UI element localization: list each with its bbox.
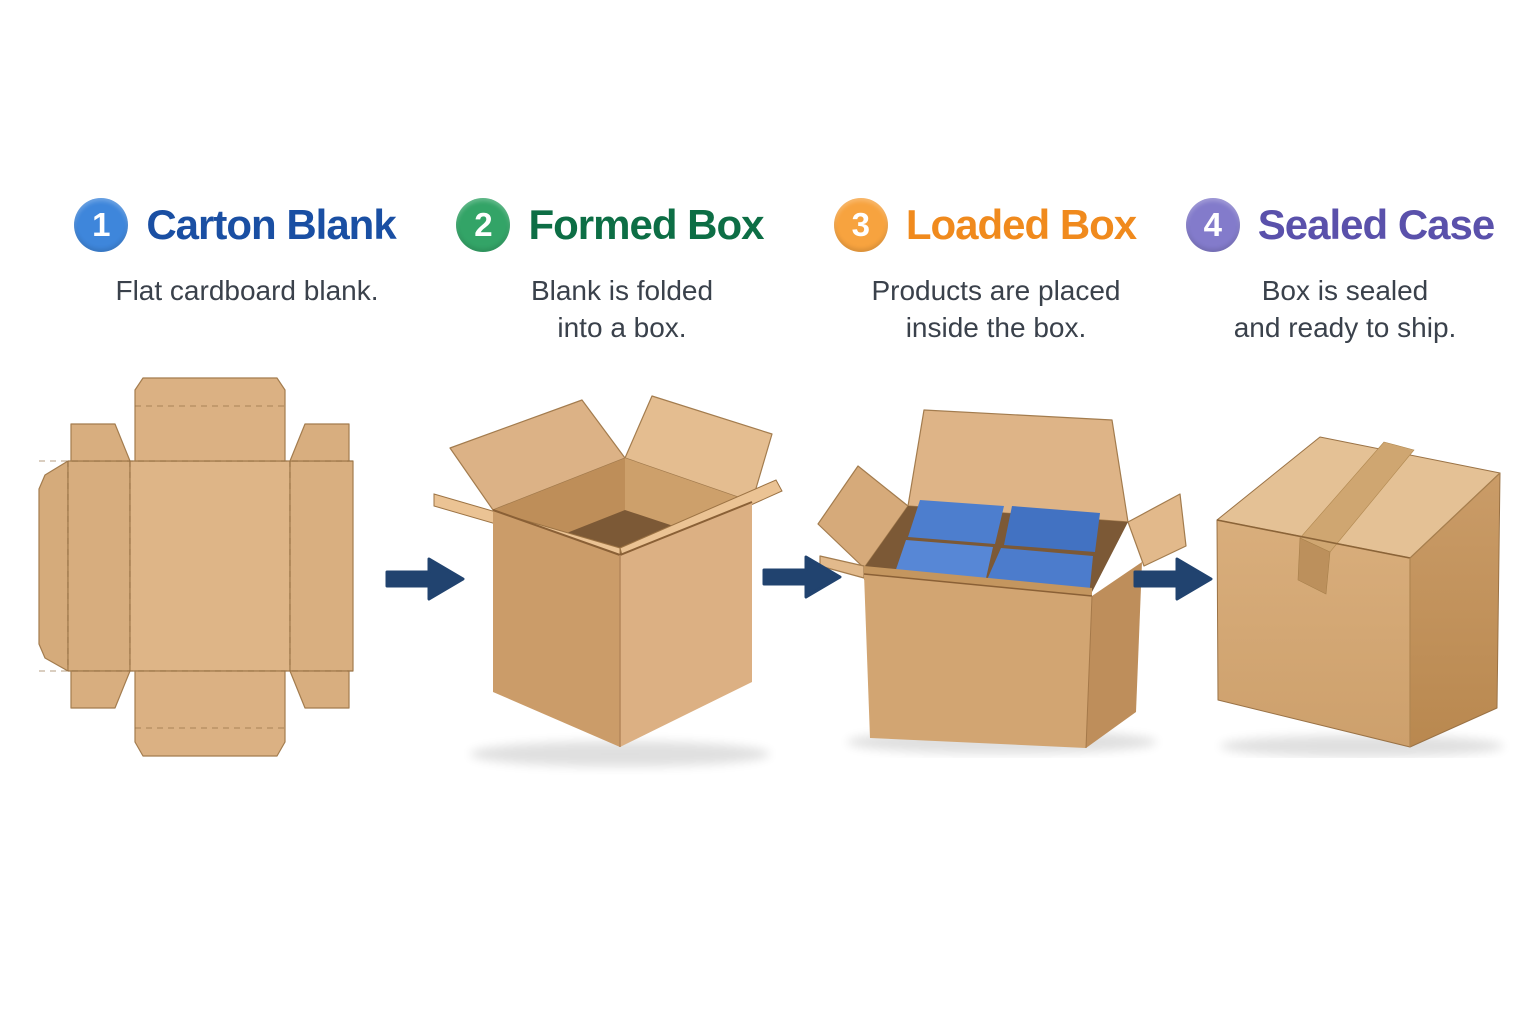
product-box-top — [1004, 506, 1100, 552]
step-description-3: Products are placed inside the box. — [786, 272, 1206, 346]
step-title: Formed Box — [528, 201, 764, 248]
step-title: Carton Blank — [146, 201, 396, 248]
description-line: and ready to ship. — [1233, 312, 1457, 343]
top-flap — [134, 377, 286, 462]
front-left-face — [493, 510, 620, 747]
flow-arrow-1 — [385, 556, 465, 602]
flow-arrow-2 — [762, 554, 842, 600]
bottom-flap — [134, 670, 286, 757]
right-flap — [1127, 493, 1187, 567]
step-description-4: Box is sealed and ready to ship. — [1135, 272, 1536, 346]
sealed-closed-box — [1216, 436, 1504, 757]
corner-edge — [1085, 595, 1093, 749]
step-header-3: 3 Loaded Box — [775, 197, 1195, 253]
description-line: Flat cardboard blank. — [115, 275, 379, 306]
step-number-badge: 1 — [74, 198, 129, 252]
main-panel — [129, 460, 291, 672]
top-right-edge — [1409, 472, 1501, 559]
sealed-case-illustration — [1212, 428, 1522, 758]
step-header-4: 4 Sealed Case — [1130, 197, 1536, 253]
loaded-open-box — [817, 409, 1187, 754]
description-line: into a box. — [557, 312, 687, 343]
tape-tab — [1297, 537, 1331, 595]
top-left-flap — [70, 423, 131, 462]
step-number-badge: 4 — [1185, 198, 1240, 252]
step-title: Sealed Case — [1257, 201, 1495, 248]
right-panel — [289, 460, 354, 672]
formed-open-box — [433, 395, 783, 767]
product-box-top — [908, 500, 1004, 544]
arrow-right-icon — [385, 557, 465, 601]
bottom-right-flap — [289, 670, 350, 709]
carton-blank-illustration — [35, 376, 357, 761]
box-shadow — [1220, 735, 1504, 757]
arrow-right-icon — [1133, 557, 1213, 601]
step-description-2: Blank is folded into a box. — [412, 272, 832, 346]
right-side-face — [1086, 562, 1142, 748]
carton-blank-dieline — [38, 377, 354, 757]
box-shadow — [470, 741, 770, 767]
description-line: inside the box. — [905, 312, 1087, 343]
top-right-flap — [289, 423, 350, 462]
flow-arrow-3 — [1133, 556, 1213, 602]
bottom-left-flap — [70, 670, 131, 709]
step-number-badge: 3 — [833, 198, 888, 252]
step-number-badge: 2 — [456, 198, 511, 252]
description-line: Box is sealed — [1261, 275, 1429, 306]
loaded-box-illustration — [812, 396, 1190, 758]
top-front-edge — [1216, 519, 1411, 559]
front-face — [864, 574, 1092, 748]
left-panel — [67, 460, 131, 672]
description-line: Blank is folded — [530, 275, 714, 306]
front-right-face — [620, 502, 752, 747]
fold-lines — [39, 405, 353, 729]
formed-box-illustration — [420, 390, 790, 775]
rim-edge — [863, 573, 1093, 597]
step-header-1: 1 Carton Blank — [25, 197, 445, 253]
left-flap — [817, 465, 909, 569]
glue-flap — [38, 460, 69, 672]
step-header-2: 2 Formed Box — [400, 197, 820, 253]
arrow-right-icon — [762, 555, 842, 599]
step-description-1: Flat cardboard blank. — [37, 272, 457, 309]
step-title: Loaded Box — [905, 201, 1137, 248]
description-line: Products are placed — [871, 275, 1121, 306]
